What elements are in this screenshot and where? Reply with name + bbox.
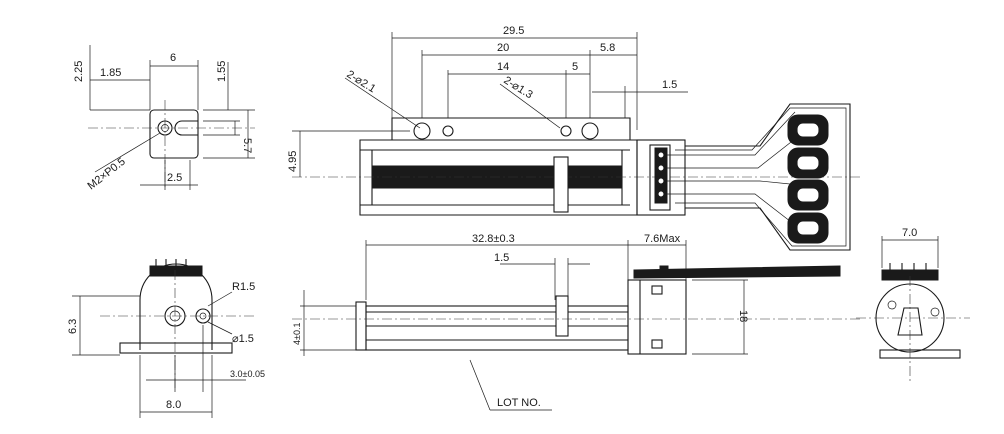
end-view-right — [856, 236, 970, 382]
dim-20: 20 — [497, 42, 509, 54]
dim-1-85: 1.85 — [100, 67, 121, 79]
dim-32-8: 32.8±0.3 — [472, 233, 515, 245]
dim-6: 6 — [170, 52, 176, 64]
front-view — [292, 240, 860, 411]
top-view — [292, 32, 860, 251]
dim-7-6-max: 7.6Max — [644, 233, 681, 245]
dim-18: 18 — [737, 310, 749, 322]
dim-8-0: 8.0 — [166, 399, 181, 411]
dim-m2-thread: M2×P0.5 — [85, 156, 127, 193]
dim-4-95: 4.95 — [287, 151, 299, 172]
dim-5-8: 5.8 — [600, 42, 615, 54]
dim-2-5: 2.5 — [167, 172, 182, 184]
dim-4-pm: 4±0.1 — [292, 323, 302, 345]
dim-6-3: 6.3 — [67, 319, 79, 334]
lot-no-label: LOT NO. — [497, 397, 541, 409]
dim-2-phi-2-1: 2-⌀2.1 — [344, 68, 377, 95]
dim-5: 5 — [572, 61, 578, 73]
dim-29-5: 29.5 — [503, 25, 524, 37]
dim-7-0: 7.0 — [902, 227, 917, 239]
dim-1-55: 1.55 — [216, 61, 228, 82]
dim-5-7: 5.7 — [241, 138, 253, 153]
dim-1-5: 1.5 — [662, 79, 677, 91]
dim-1-5-sub: 1.5 — [494, 252, 509, 264]
end-view-bottom-left — [72, 259, 255, 418]
dim-phi-1-5: ⌀1.5 — [232, 333, 254, 345]
dim-r1-5: R1.5 — [232, 281, 255, 293]
dim-3-0: 3.0±0.05 — [230, 369, 265, 379]
dim-14: 14 — [497, 61, 509, 73]
dim-2-25: 2.25 — [73, 61, 85, 82]
end-view-top-left — [88, 45, 255, 190]
